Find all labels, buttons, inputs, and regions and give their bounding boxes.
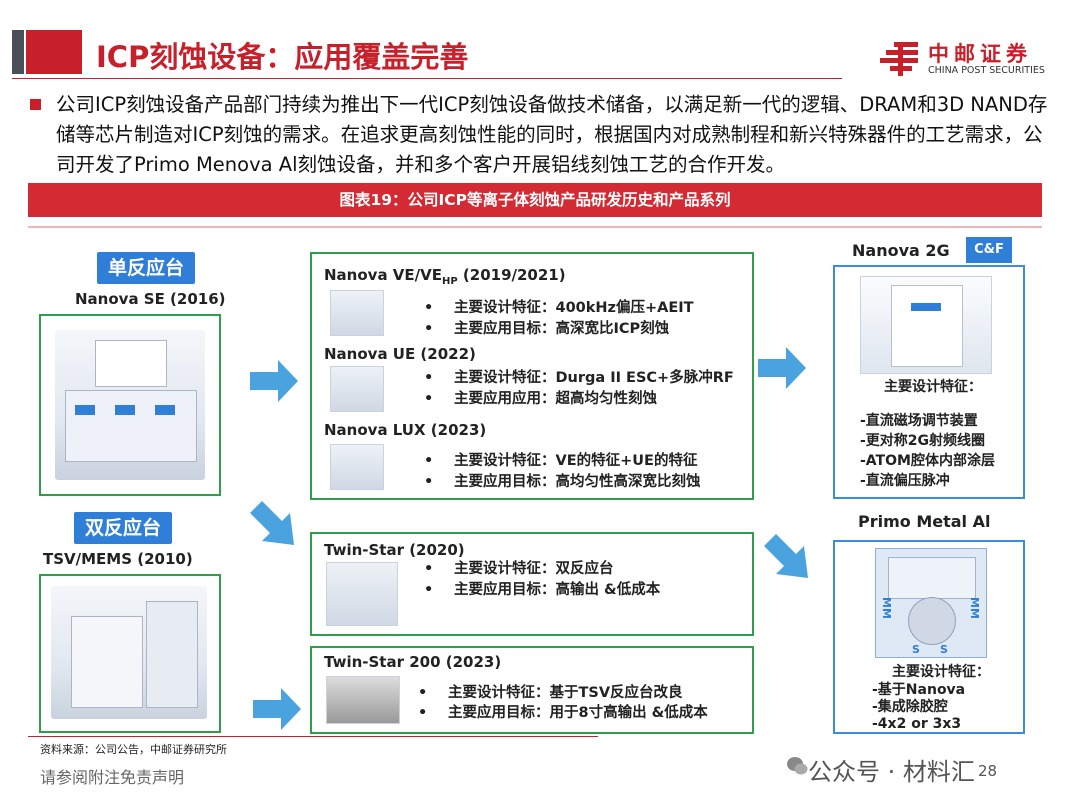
primo-metal-image: MM MM S S [875, 548, 987, 658]
machine-panel-blue [75, 405, 95, 415]
twin-star-feature-1: •主要设计特征：双反应台 [424, 561, 614, 577]
china-post-logo-icon [880, 42, 918, 76]
figure-title: 图表19：公司ICP等离子体刻蚀产品研发历史和产品系列 [28, 183, 1042, 217]
wechat-icon [787, 757, 808, 775]
nanova-2g-feature-4: -直流偏压脉冲 [860, 473, 950, 489]
source-note: 资料来源：公司公告，中邮证券研究所 [40, 743, 227, 756]
nanova-series-box [310, 252, 754, 500]
twin-star-feature-2: •主要应用目标：高输出 &低成本 [424, 582, 661, 598]
primo-mark-left: MM [880, 597, 893, 619]
machine-chamber-right [146, 601, 198, 708]
machine-chamber-left [71, 616, 143, 708]
nanova-ue-feature-2: •主要应用应用：超高均匀性刻蚀 [424, 391, 657, 407]
nanova-ve-image [330, 290, 384, 336]
dual-reactor-tag: 双反应台 [74, 512, 172, 544]
nanova-ue-image [330, 366, 384, 412]
watermark: 公众号 · 材料汇 [808, 758, 975, 786]
arrow-down-right-icon [250, 501, 294, 545]
nanova-se-image-frame [39, 314, 221, 496]
primo-feature-3: -4x2 or 3x3 [872, 716, 962, 732]
machine-base-module [65, 390, 197, 462]
nanova-2g-image [860, 276, 992, 374]
nanova-se-model: Nanova SE (2016) [75, 290, 226, 308]
arrow-right-icon [758, 347, 806, 389]
nanova-ve-feature-2: •主要应用目标：高深宽比ICP刻蚀 [424, 321, 670, 337]
cf-badge: C&F [966, 237, 1012, 263]
nanova-2g-feature-1: -直流磁场调节装置 [860, 413, 978, 429]
arrow-right-icon [253, 688, 301, 730]
page-title: ICP刻蚀设备：应用覆盖完善 [96, 40, 469, 74]
nanova-2g-feature-head: 主要设计特征： [884, 379, 982, 395]
page-number: 28 [978, 762, 998, 780]
machine-top-view [888, 557, 976, 599]
primo-mark-s1: S [912, 643, 920, 656]
machine-body [891, 285, 963, 367]
machine-panel-blue [115, 405, 135, 415]
nanova-lux-image [330, 444, 384, 490]
tsv-mems-image-frame [39, 574, 221, 733]
primo-feature-2: -集成除胶腔 [872, 699, 948, 715]
nanova-lux-model: Nanova LUX (2023) [324, 421, 487, 439]
disclaimer-note: 请参阅附注免责声明 [40, 768, 185, 787]
nanova-se-machine-image [55, 330, 205, 480]
tsv-mems-machine-image [51, 586, 207, 719]
primo-mark-right: MM [968, 597, 981, 619]
twin-star-200-image [326, 676, 400, 724]
arrow-down-right-icon [764, 534, 808, 578]
source-divider [28, 736, 598, 737]
twin-star-200-model: Twin-Star 200 (2023) [324, 653, 502, 671]
nanova-lux-feature-1: •主要设计特征：VE的特征+UE的特征 [424, 453, 698, 469]
nanova-ve-feature-1: •主要设计特征：400kHz偏压+AEIT [424, 300, 694, 316]
header-accent-dark [12, 30, 24, 74]
logo-english: CHINA POST SECURITIES [928, 65, 1045, 76]
brand-logo: 中邮证券 CHINA POST SECURITIES [880, 38, 1050, 80]
single-reactor-tag: 单反应台 [97, 252, 195, 284]
machine-top-module [95, 340, 167, 387]
nanova-lux-feature-2: •主要应用目标：高均匀性高深宽比刻蚀 [424, 474, 701, 490]
nanova-ve-model: Nanova VE/VEHP (2019/2021) [324, 266, 566, 287]
twin-star-200-feature-2: •主要应用目标：用于8寸高输出 &低成本 [418, 705, 708, 721]
header-divider [12, 78, 842, 79]
logo-chinese: 中邮证券 [928, 42, 1032, 66]
primo-mark-s2: S [940, 643, 948, 656]
intro-paragraph: 公司ICP刻蚀设备产品部门持续为推出下一代ICP刻蚀设备做技术储备，以满足新一代… [56, 93, 1048, 176]
machine-transfer-chamber [908, 597, 956, 645]
twin-star-model: Twin-Star (2020) [324, 541, 465, 559]
header-accent-red [26, 30, 82, 74]
paragraph-bullet [30, 99, 41, 110]
nanova-2g-feature-3: -ATOM腔体内部涂层 [860, 453, 995, 469]
nanova-ue-model: Nanova UE (2022) [324, 345, 476, 363]
primo-feature-head: 主要设计特征： [892, 664, 990, 680]
arrow-right-icon [250, 360, 298, 402]
nanova-2g-feature-2: -更对称2G射频线圈 [860, 433, 986, 449]
nanova-2g-model: Nanova 2G [852, 241, 950, 260]
primo-metal-model: Primo Metal Al [858, 512, 991, 531]
tsv-mems-model: TSV/MEMS (2010) [43, 550, 193, 568]
machine-panel-blue [155, 405, 175, 415]
machine-panel-blue [911, 303, 941, 311]
primo-feature-1: -基于Nanova [872, 682, 966, 698]
figure-divider [28, 226, 1042, 228]
nanova-ue-feature-1: •主要设计特征：Durga II ESC+多脉冲RF [424, 370, 734, 386]
twin-star-image [326, 562, 398, 626]
twin-star-200-feature-1: •主要设计特征：基于TSV反应台改良 [418, 685, 683, 701]
